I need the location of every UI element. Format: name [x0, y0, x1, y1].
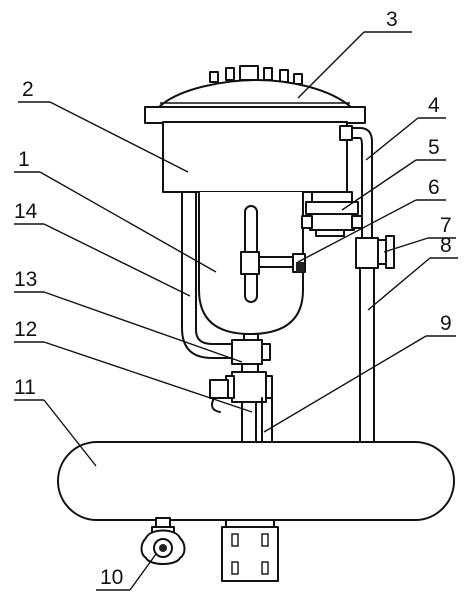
drain-pipes — [241, 397, 273, 443]
solenoid-valve — [301, 191, 363, 237]
connecting-pipe — [339, 125, 373, 193]
drain-valve — [140, 517, 186, 565]
label-12: 12 — [14, 318, 37, 341]
main-vessel — [198, 191, 306, 345]
label-6: 6 — [428, 176, 440, 199]
label-9: 9 — [440, 312, 452, 335]
base-support — [221, 519, 279, 582]
label-7: 7 — [440, 214, 452, 237]
label-11: 11 — [14, 376, 36, 399]
label-14: 14 — [14, 200, 38, 223]
label-10: 10 — [100, 566, 123, 589]
right-riser — [355, 191, 395, 443]
top-cover — [144, 65, 366, 124]
upper-chamber — [162, 121, 348, 193]
lower-fitting — [231, 339, 271, 375]
label-3: 3 — [386, 8, 398, 31]
leader-lines — [14, 31, 458, 591]
label-8: 8 — [440, 234, 452, 257]
label-13: 13 — [14, 268, 37, 291]
label-2: 2 — [22, 78, 34, 101]
lower-valve — [209, 371, 273, 413]
part-labels: 3 2 4 5 1 6 14 7 8 13 9 12 11 10 — [14, 8, 452, 589]
label-1: 1 — [18, 148, 30, 171]
bottom-tank — [57, 441, 455, 521]
label-4: 4 — [428, 94, 440, 117]
label-5: 5 — [428, 136, 440, 159]
